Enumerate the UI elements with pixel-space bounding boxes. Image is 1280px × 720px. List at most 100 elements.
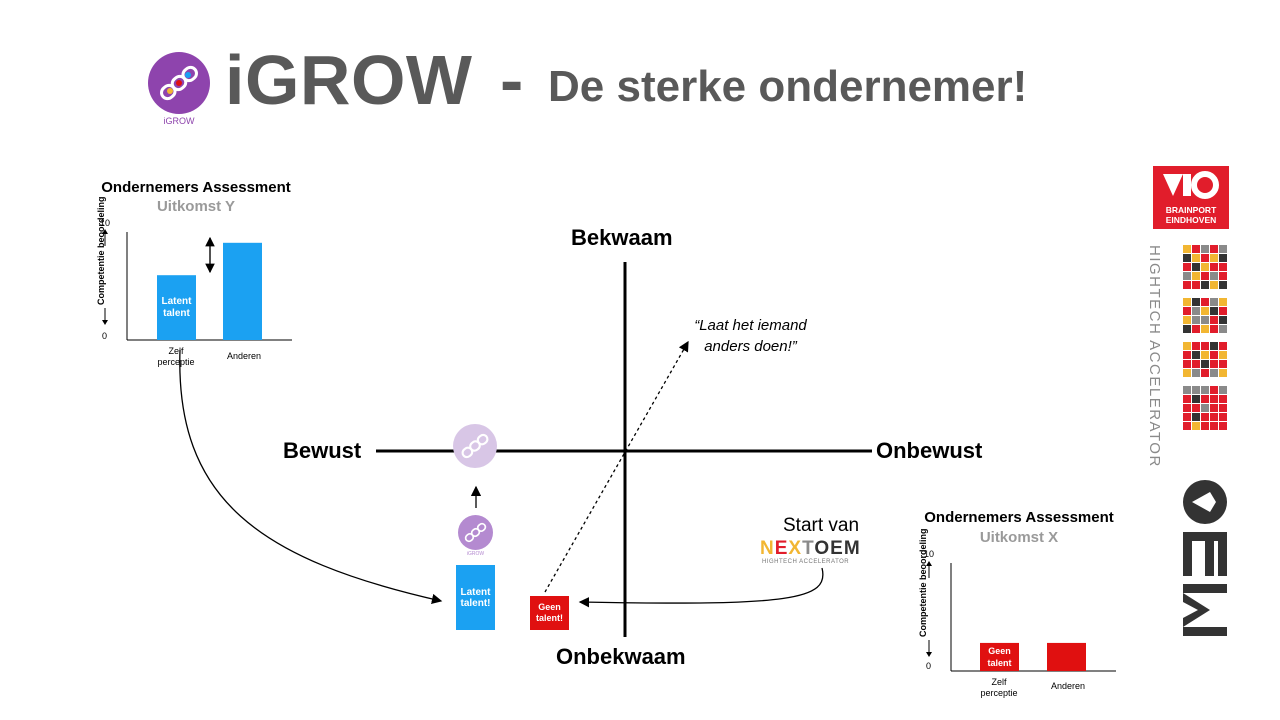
mosaic-tile: [1183, 272, 1191, 280]
assessment-x-ymin: 0: [926, 661, 932, 671]
assessment-x-bar-zelf: [980, 642, 1019, 671]
mosaic-tile: [1201, 281, 1209, 289]
assessment-y-subtitle: Uitkomst Y: [156, 198, 236, 215]
mosaic-tile: [1219, 422, 1227, 430]
mosaic-tile: [1210, 422, 1218, 430]
mosaic-tile: [1219, 325, 1227, 333]
assessment-x-bar-label: Geen talent: [987, 645, 1012, 668]
mosaic-tile: [1192, 316, 1200, 324]
mosaic-tile: [1183, 325, 1191, 333]
mosaic-tile: [1219, 245, 1227, 253]
mosaic-tile: [1183, 360, 1191, 368]
mosaic-tile: [1219, 369, 1227, 377]
page-subtitle: De sterke ondernemer!: [548, 62, 1028, 111]
mosaic-tile: [1192, 369, 1200, 377]
mosaic-tile: [1201, 272, 1209, 280]
mosaic-tile: [1210, 413, 1218, 421]
mosaic-tile: [1201, 422, 1209, 430]
mosaic-tile: [1210, 298, 1218, 306]
assessment-y-title: Ondernemers Assessment: [101, 179, 291, 196]
mosaic-tile: [1192, 342, 1200, 350]
mosaic-tile: [1219, 351, 1227, 359]
latent-talent-box: Latent talent!: [456, 565, 495, 630]
mosaic-tile: [1192, 395, 1200, 403]
nextoem-vertical-logo: [1183, 245, 1227, 430]
mosaic-tile: [1183, 263, 1191, 271]
mosaic-tile: [1183, 404, 1191, 412]
mosaic-tile: [1210, 342, 1218, 350]
assessment-x-title: Ondernemers Assessment: [924, 509, 1114, 526]
mosaic-tile: [1201, 386, 1209, 394]
mosaic-tile: [1192, 298, 1200, 306]
mosaic-tile: [1192, 281, 1200, 289]
mosaic-tile: [1183, 395, 1191, 403]
mosaic-tile: [1201, 369, 1209, 377]
title-dash: -: [500, 41, 524, 119]
mosaic-tile: [1183, 369, 1191, 377]
mosaic-tile: [1201, 351, 1209, 359]
assessment-x-ymax: 10: [924, 549, 935, 559]
mosaic-tile: [1210, 404, 1218, 412]
mosaic-tile: [1219, 263, 1227, 271]
mosaic-tile: [1210, 263, 1218, 271]
mosaic-tile: [1201, 263, 1209, 271]
mosaic-tile: [1183, 245, 1191, 253]
label-onbewust: Onbewust: [876, 438, 983, 463]
mosaic-tile: [1201, 316, 1209, 324]
nextoem-small-tagline: HIGHTECH ACCELERATOR: [762, 559, 850, 565]
mosaic-tile: [1219, 360, 1227, 368]
mosaic-tile: [1219, 272, 1227, 280]
mosaic-tile: [1201, 342, 1209, 350]
mosaic-tile: [1219, 404, 1227, 412]
mosaic-tile: [1183, 422, 1191, 430]
mosaic-tile: [1201, 307, 1209, 315]
assessment-y-bar-label: Latent talent: [161, 295, 192, 319]
mosaic-tile: [1210, 360, 1218, 368]
mosaic-tile: [1219, 395, 1227, 403]
mosaic-tile: [1192, 307, 1200, 315]
mosaic-tile: [1183, 254, 1191, 262]
brainport-text: BRAINPORT EINDHOVEN: [1165, 205, 1217, 225]
mosaic-tile: [1183, 281, 1191, 289]
mosaic-tile: [1192, 263, 1200, 271]
assessment-y-ymax: 10: [100, 218, 111, 228]
mosaic-tile: [1192, 360, 1200, 368]
mosaic-tile: [1192, 386, 1200, 394]
hightech-label: HIGHTECH ACCELERATOR: [1146, 245, 1163, 468]
label-bewust: Bewust: [283, 438, 362, 463]
nextoem-small-logo: NEXTOEM: [760, 538, 861, 559]
assessment-y-bar-zelf: [157, 275, 196, 340]
mosaic-tile: [1219, 254, 1227, 262]
assessment-y-chart: [126, 232, 292, 341]
mosaic-tile: [1210, 272, 1218, 280]
mosaic-tile: [1201, 245, 1209, 253]
geen-talent-box: Geen talent!: [530, 596, 569, 630]
start-van-label: Start van: [783, 515, 860, 536]
page-title: iGROW: [225, 41, 473, 119]
mosaic-tile: [1192, 404, 1200, 412]
mosaic-tile: [1210, 254, 1218, 262]
brainport-logo: [1153, 166, 1229, 229]
assessment-x-subtitle: Uitkomst X: [979, 529, 1059, 546]
mosaic-tile: [1219, 316, 1227, 324]
mosaic-tile: [1219, 307, 1227, 315]
curve-arrow-geen: [578, 567, 824, 608]
mosaic-tile: [1201, 395, 1209, 403]
mosaic-tile: [1192, 245, 1200, 253]
mosaic-tile: [1183, 342, 1191, 350]
mosaic-tile: [1219, 281, 1227, 289]
label-onbekwaam: Onbekwaam: [556, 644, 686, 669]
mosaic-tile: [1201, 254, 1209, 262]
mosaic-tile: [1210, 351, 1218, 359]
mosaic-tile: [1210, 369, 1218, 377]
hightech-vertical-text: HIGHTECH ACCELERATOR: [1145, 245, 1165, 475]
mosaic-tile: [1201, 360, 1209, 368]
mosaic-tile: [1192, 351, 1200, 359]
mosaic-tile: [1210, 386, 1218, 394]
oem-vertical: [1180, 480, 1230, 640]
mosaic-tile: [1183, 386, 1191, 394]
mosaic-tile: [1201, 413, 1209, 421]
mosaic-tile: [1192, 422, 1200, 430]
brainport-symbol-icon: [1163, 171, 1219, 199]
mosaic-tile: [1219, 342, 1227, 350]
